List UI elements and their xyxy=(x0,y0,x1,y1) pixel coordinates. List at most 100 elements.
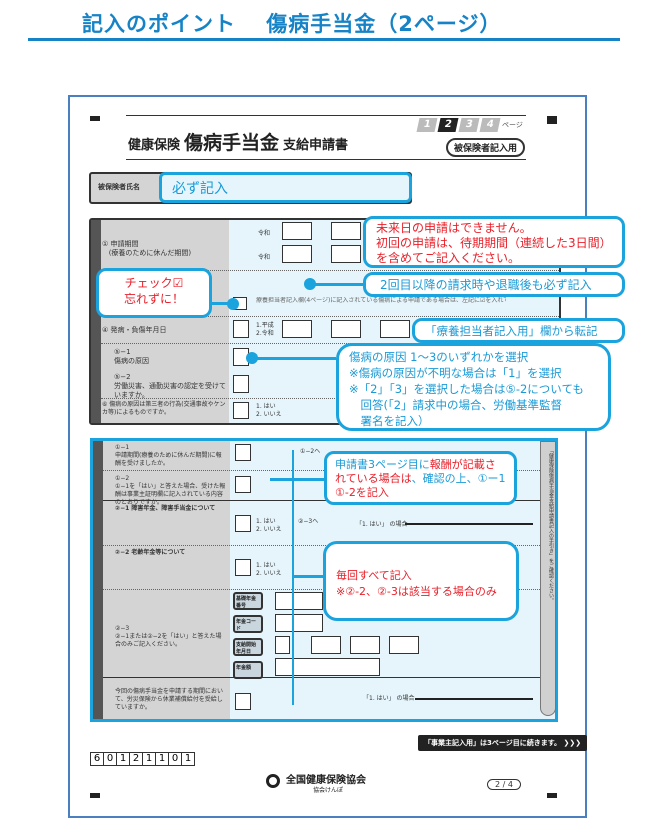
row1-label: ① 申請期間 (療養のために休んだ期間) xyxy=(102,240,192,257)
page-1: 1 xyxy=(416,118,438,132)
code-digit: 1 xyxy=(155,752,169,766)
pension-number-label: 基礎年金番号 xyxy=(233,592,263,610)
pension-start-era[interactable] xyxy=(275,636,290,654)
header-rule xyxy=(126,159,526,160)
divider xyxy=(103,500,540,501)
workers-comp-benefit-box[interactable] xyxy=(235,693,251,710)
callout-cause: 傷病の原因 1～3のいずれかを選択※傷病の原因が不明な場合は「1」を選択※「2」… xyxy=(336,343,611,431)
divider xyxy=(101,270,559,271)
callout-check: チェック☑忘れずに！ xyxy=(96,268,212,318)
goto-label: ①−2へ xyxy=(300,448,321,455)
code-digit: 0 xyxy=(103,752,117,766)
badge: 被保険者記入用 xyxy=(446,138,526,157)
title-prefix: 健康保険 xyxy=(128,138,181,153)
name-field[interactable]: 必ず記入 xyxy=(159,172,412,203)
callout-every-time: 毎回すべて記入※②-2、②-3は該当する場合のみ xyxy=(323,541,519,621)
callout-second-time: 2回目以降の請求時や退職後も必ず記入 xyxy=(363,272,625,297)
page-suffix: ページ xyxy=(502,121,523,129)
pension-amount-input[interactable] xyxy=(275,658,380,676)
page-title: 記入のポイント 傷病手当金（2ページ） xyxy=(82,12,502,36)
date-box[interactable] xyxy=(389,636,419,654)
pointer-line xyxy=(294,575,324,578)
era-select-box[interactable] xyxy=(233,320,249,338)
divider xyxy=(103,545,540,546)
date-box[interactable] xyxy=(311,636,341,654)
section-side-bar xyxy=(91,220,101,423)
callout-transfer: 「療養担当者記入用」欄から転記 xyxy=(412,318,625,343)
divider xyxy=(101,343,559,344)
pointer-line xyxy=(256,357,336,360)
page-indicator: 1 2 3 4 ページ xyxy=(416,118,523,132)
disability-pension-box[interactable] xyxy=(235,515,251,532)
corner-mark xyxy=(547,116,557,124)
pension-start-label: 支給開始年月日 xyxy=(233,638,263,656)
org-sub: 協会けんぽ xyxy=(313,787,344,794)
corner-mark xyxy=(90,116,100,121)
page-3: 3 xyxy=(458,118,480,132)
date-box[interactable] xyxy=(282,222,312,240)
date-box[interactable] xyxy=(331,222,361,240)
arrow xyxy=(415,698,533,700)
code-digit: 1 xyxy=(142,752,156,766)
pointer-dot xyxy=(304,278,316,290)
date-box[interactable] xyxy=(282,320,312,338)
corner-mark xyxy=(547,793,557,798)
form-title: 健康保険傷病手当金支給申請書 xyxy=(128,128,348,155)
date-box[interactable] xyxy=(380,320,410,338)
row6-label: ⑥ 傷病の原因は第三者の行為(交通事故やケンカ等)によるものですか。 xyxy=(102,401,226,416)
yes-case-label: 「1. はい」 の場合 xyxy=(356,521,408,528)
code-digit: 6 xyxy=(90,752,104,766)
divider xyxy=(101,398,559,399)
section-side-bar xyxy=(93,441,103,719)
old-age-pension-box[interactable] xyxy=(235,559,251,576)
s2-2-label: ②−2 老齢年金等について xyxy=(115,549,186,556)
code-digit: 0 xyxy=(168,752,182,766)
pension-fields: 基礎年金番号 年金コード 支給開始年月日 年金額 xyxy=(233,592,263,679)
pointer-dot xyxy=(246,352,258,364)
pointer-line xyxy=(270,478,325,481)
era-label: 令和 xyxy=(258,230,271,237)
org-logo-icon xyxy=(266,774,280,788)
goto-label: ②−3へ xyxy=(298,518,319,525)
code-digit: 1 xyxy=(181,752,195,766)
pointer-line xyxy=(210,302,230,305)
bracket-line xyxy=(292,450,294,705)
pension-code-input[interactable] xyxy=(275,614,323,632)
pension-number-input[interactable] xyxy=(275,592,323,610)
header-rule xyxy=(126,115,526,116)
page-number: 2 / 4 xyxy=(487,779,521,790)
title-main: 傷病手当金 xyxy=(184,132,280,154)
row4-label: ④ 発病・負傷年月日 xyxy=(102,326,167,334)
pay-confirm-box[interactable] xyxy=(235,476,251,493)
divider xyxy=(103,589,540,590)
date-box[interactable] xyxy=(350,636,380,654)
divider xyxy=(103,677,540,678)
date-box[interactable] xyxy=(331,320,361,338)
title-underline xyxy=(28,38,620,41)
date-box[interactable] xyxy=(282,245,312,263)
code-digit: 2 xyxy=(129,752,143,766)
pay-received-box[interactable] xyxy=(235,444,251,461)
third-party-box[interactable] xyxy=(233,402,249,419)
s2-1-label: ②−1 障害年金、障害手当金について xyxy=(115,505,216,512)
callout-future-date: 未来日の申請はできません。初回の申請は、待期期間（連続した3日間）を含めてご記入… xyxy=(363,216,625,268)
arrow xyxy=(405,523,533,525)
page-2: 2 xyxy=(437,118,459,132)
org-name: 全国健康保険協会 xyxy=(286,775,366,786)
pointer-line xyxy=(314,283,364,286)
pointer-dot xyxy=(227,298,239,310)
guide-note: 「健康保険傷病手当金支給申請書記入の手引き」をご確認ください。 xyxy=(540,441,556,716)
workers-comp-box[interactable] xyxy=(233,375,249,393)
era-label: 令和 xyxy=(258,254,271,261)
date-box[interactable] xyxy=(331,245,361,263)
pension-amount-label: 年金額 xyxy=(233,661,263,679)
